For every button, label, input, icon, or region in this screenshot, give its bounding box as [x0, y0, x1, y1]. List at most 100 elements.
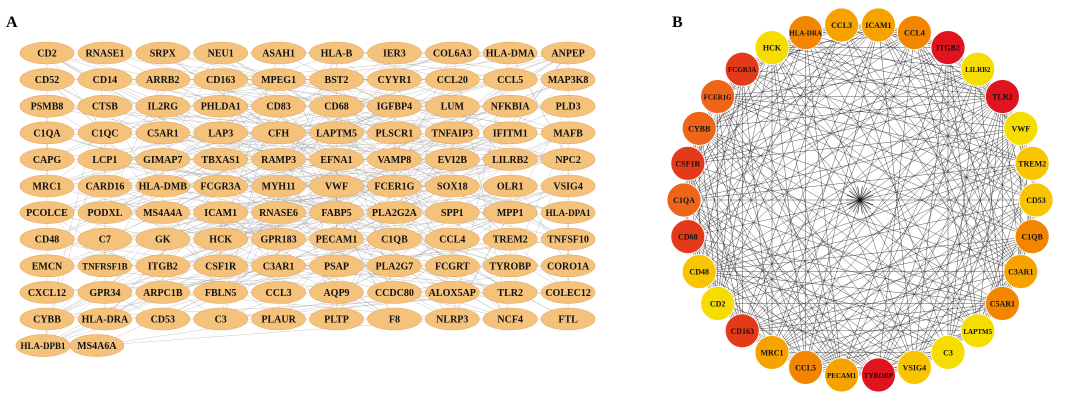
panel-b-node-cd48: CD48 — [681, 254, 717, 289]
svg-text:CCL5: CCL5 — [795, 363, 816, 372]
panel-b-edge-147 — [947, 271, 1021, 353]
svg-text:MS4A6A: MS4A6A — [77, 341, 117, 352]
panel-a-edge-56 — [336, 52, 511, 80]
svg-text:CSF1R: CSF1R — [675, 159, 700, 168]
svg-text:PECAM1: PECAM1 — [316, 235, 358, 246]
svg-text:TLR2: TLR2 — [992, 93, 1012, 102]
panel-b-edge-204 — [687, 236, 879, 376]
svg-text:HLA-DMB: HLA-DMB — [139, 182, 188, 193]
panel-b-edge-257 — [698, 32, 806, 272]
panel-a-node-cd2: CD2 — [19, 41, 75, 65]
panel-a-node-lum: LUM — [424, 94, 480, 118]
panel-a-node-capg: CAPG — [19, 148, 75, 171]
svg-text:VSIG4: VSIG4 — [903, 363, 927, 372]
svg-text:PLA2G2A: PLA2G2A — [372, 208, 418, 219]
panel-a-node-neu1: NEU1 — [193, 41, 248, 65]
panel-a-node-ctsb: CTSB — [77, 94, 133, 118]
panel-a-node-il2rg: IL2RG — [135, 94, 191, 118]
panel-a-node-c1qb: C1QB — [367, 227, 422, 251]
panel-a-edge-10 — [104, 52, 221, 134]
svg-text:RNASE6: RNASE6 — [259, 208, 298, 219]
panel-b-node-trem2: TREM2 — [1014, 146, 1050, 181]
panel-b-edge-78 — [771, 96, 1003, 353]
panel-a-node-ms4a6a: MS4A6A — [69, 334, 125, 357]
panel-b-edge-22 — [914, 32, 1003, 97]
panel-a-node-c1qc: C1QC — [77, 121, 133, 145]
panel-b-edge-195 — [687, 236, 915, 368]
svg-text:CFH: CFH — [268, 128, 289, 139]
svg-text:LUM: LUM — [441, 102, 465, 113]
panel-b-edge-248 — [717, 69, 743, 304]
svg-text:HLA-DPB1: HLA-DPB1 — [21, 341, 67, 351]
panel-b-edge-187 — [683, 199, 949, 353]
svg-text:COL6A3: COL6A3 — [433, 49, 472, 60]
panel-a-node-cd163: CD163 — [193, 68, 248, 91]
panel-b-edge-143 — [717, 96, 1033, 237]
panel-a-node-evi2b: EVI2B — [424, 148, 480, 171]
svg-text:PECAM1: PECAM1 — [827, 372, 857, 380]
svg-text:CCL3: CCL3 — [266, 288, 292, 299]
svg-text:C3AR1: C3AR1 — [1008, 268, 1033, 277]
svg-text:CD68: CD68 — [324, 102, 348, 113]
panel-a-node-vamp8: VAMP8 — [367, 148, 422, 171]
panel-b-edge-127 — [699, 199, 1037, 272]
svg-text:CCL3: CCL3 — [831, 21, 852, 30]
svg-text:C3: C3 — [215, 315, 227, 326]
svg-text:C1QC: C1QC — [91, 128, 118, 139]
panel-a-edge-326 — [104, 79, 569, 320]
panel-a-node-olr1: OLR1 — [482, 174, 538, 198]
svg-text:SOX18: SOX18 — [437, 182, 468, 193]
panel-b-edge-141 — [699, 236, 1033, 272]
panel-a-node-lcp1: LCP1 — [77, 148, 133, 171]
panel-b-edge-150 — [805, 271, 1021, 368]
panel-a-node-pltp: PLTP — [309, 307, 364, 331]
panel-b-edge-197 — [699, 128, 915, 368]
svg-text:C1QB: C1QB — [381, 235, 408, 246]
panel-b-edge-12 — [687, 24, 879, 237]
svg-text:C3: C3 — [943, 348, 953, 357]
svg-text:ICAM1: ICAM1 — [204, 208, 237, 219]
panel-a-node-laptm5: LAPTM5 — [309, 121, 364, 145]
panel-b-edge-180 — [771, 47, 978, 331]
svg-text:VWF: VWF — [1011, 124, 1030, 133]
panel-b-edge-226 — [771, 47, 806, 368]
svg-text:MAFB: MAFB — [553, 128, 583, 139]
svg-text:CD53: CD53 — [151, 315, 175, 326]
panel-b-edge-140 — [717, 236, 1033, 304]
panel-b-edge-181 — [805, 32, 978, 331]
svg-text:LCP1: LCP1 — [92, 155, 117, 166]
panel-b-edge-214 — [717, 96, 842, 376]
panel-a-node-card16: CARD16 — [77, 174, 133, 198]
panel-b-edge-158 — [841, 24, 1021, 272]
panel-b-edge-49 — [687, 47, 949, 237]
panel-b-node-cd68: CD68 — [670, 219, 706, 254]
panel-b-edge-251 — [717, 24, 842, 304]
svg-text:C5AR1: C5AR1 — [147, 128, 179, 139]
panel-b-node-c3: C3 — [930, 335, 966, 370]
panel-a-edge-236 — [220, 159, 569, 240]
panel-a-edge-255 — [394, 52, 569, 266]
panel-b-edge-121 — [1002, 199, 1037, 304]
svg-text:CYYR1: CYYR1 — [377, 75, 411, 86]
svg-text:TREM2: TREM2 — [493, 235, 528, 246]
panel-a-node-phlda1: PHLDA1 — [193, 94, 248, 118]
panel-b-edge-172 — [878, 330, 978, 376]
panel-a-node-nlrp3: NLRP3 — [424, 307, 480, 331]
panel-a-node-ftl: FTL — [540, 307, 596, 331]
panel-a-edge-168 — [394, 185, 569, 293]
panel-b-edge-186 — [687, 236, 949, 353]
panel-b-edge-74 — [947, 96, 1003, 353]
panel-b-edge-138 — [771, 236, 1033, 353]
panel-b-node-csf1r: CSF1R — [670, 146, 706, 181]
panel-b-edge-177 — [687, 163, 978, 332]
panel-b-edge-196 — [683, 199, 915, 368]
panel-a-node-spp1: SPP1 — [424, 201, 480, 224]
panel-a-node-bst2: BST2 — [309, 68, 364, 91]
svg-text:MRC1: MRC1 — [33, 182, 62, 193]
svg-text:MYH11: MYH11 — [262, 182, 296, 193]
panel-b-node-hck: HCK — [754, 30, 790, 65]
panel-b-edge-144 — [805, 32, 1033, 237]
svg-text:C3AR1: C3AR1 — [263, 261, 295, 272]
panel-b-edge-105 — [717, 96, 1021, 129]
